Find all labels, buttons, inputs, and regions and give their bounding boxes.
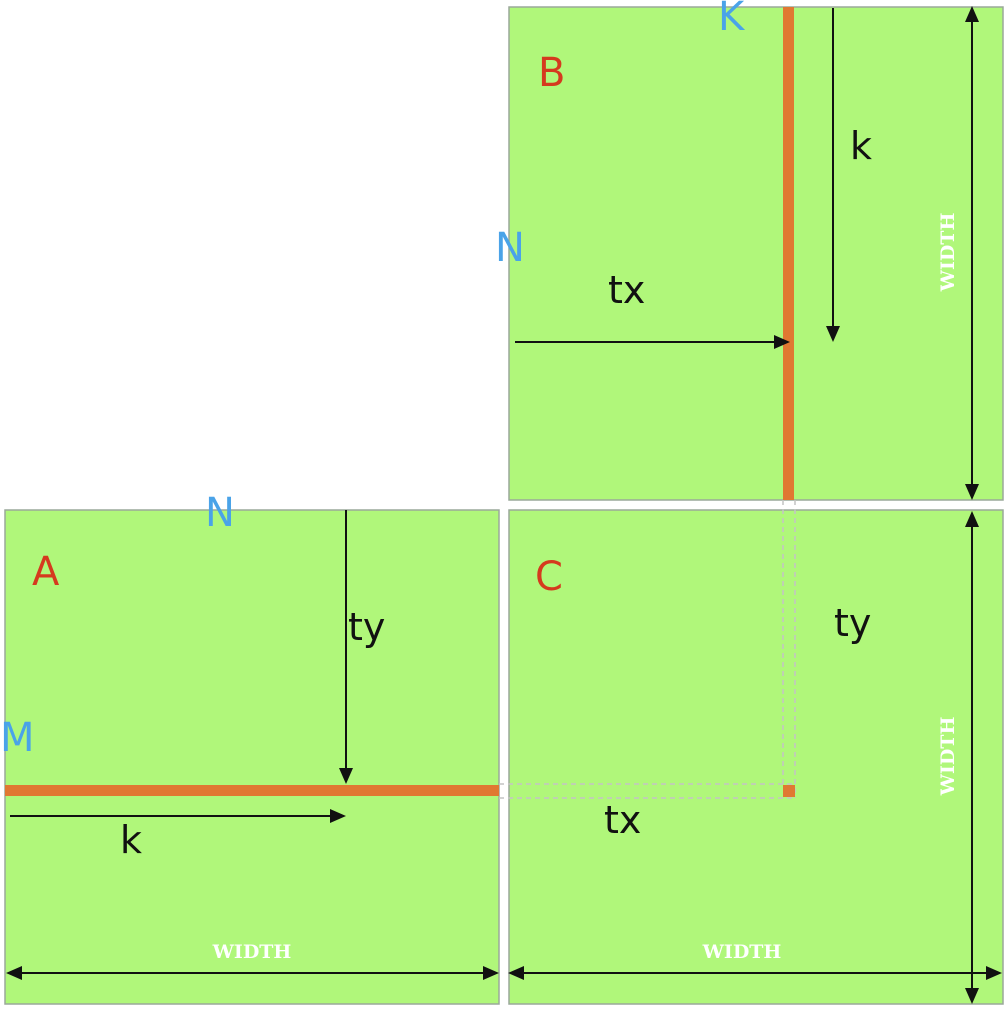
a-width-label: WIDTH xyxy=(212,941,292,963)
a-left-dimension-label: M xyxy=(0,715,35,761)
b-width-arrow xyxy=(965,6,979,500)
b-k-label: k xyxy=(850,124,872,168)
a-ty-label: ty xyxy=(348,605,385,649)
matrix-a-label: A xyxy=(32,549,60,595)
a-k-label: k xyxy=(120,818,142,862)
c-width-arrow-horizontal xyxy=(508,966,1002,980)
b-column-highlight xyxy=(783,7,794,500)
b-k-arrow xyxy=(826,8,840,342)
matrix-b xyxy=(508,6,1004,501)
c-width-label-horizontal: WIDTH xyxy=(702,941,782,963)
c-element-highlight xyxy=(783,785,795,797)
b-tx-label: tx xyxy=(608,268,645,312)
a-row-highlight xyxy=(5,785,499,796)
c-ty-label: ty xyxy=(834,601,871,645)
a-ty-arrow xyxy=(339,510,353,784)
b-left-dimension-label: N xyxy=(495,225,525,271)
a-width-arrow xyxy=(6,966,499,980)
a-k-arrow xyxy=(10,809,346,823)
c-projection-lines xyxy=(499,500,796,799)
b-top-dimension-label: K xyxy=(718,0,746,40)
c-tx-label: tx xyxy=(604,798,641,842)
b-tx-arrow xyxy=(515,335,790,349)
matrix-c xyxy=(508,509,1004,1005)
matrix-b-label: B xyxy=(538,50,565,96)
c-width-label-vertical: WIDTH xyxy=(937,717,959,797)
a-top-dimension-label: N xyxy=(205,490,235,536)
matrix-c-label: C xyxy=(535,554,563,600)
b-width-label: WIDTH xyxy=(937,213,959,293)
matrix-a xyxy=(4,509,500,1005)
c-width-arrow-vertical xyxy=(965,511,979,1004)
